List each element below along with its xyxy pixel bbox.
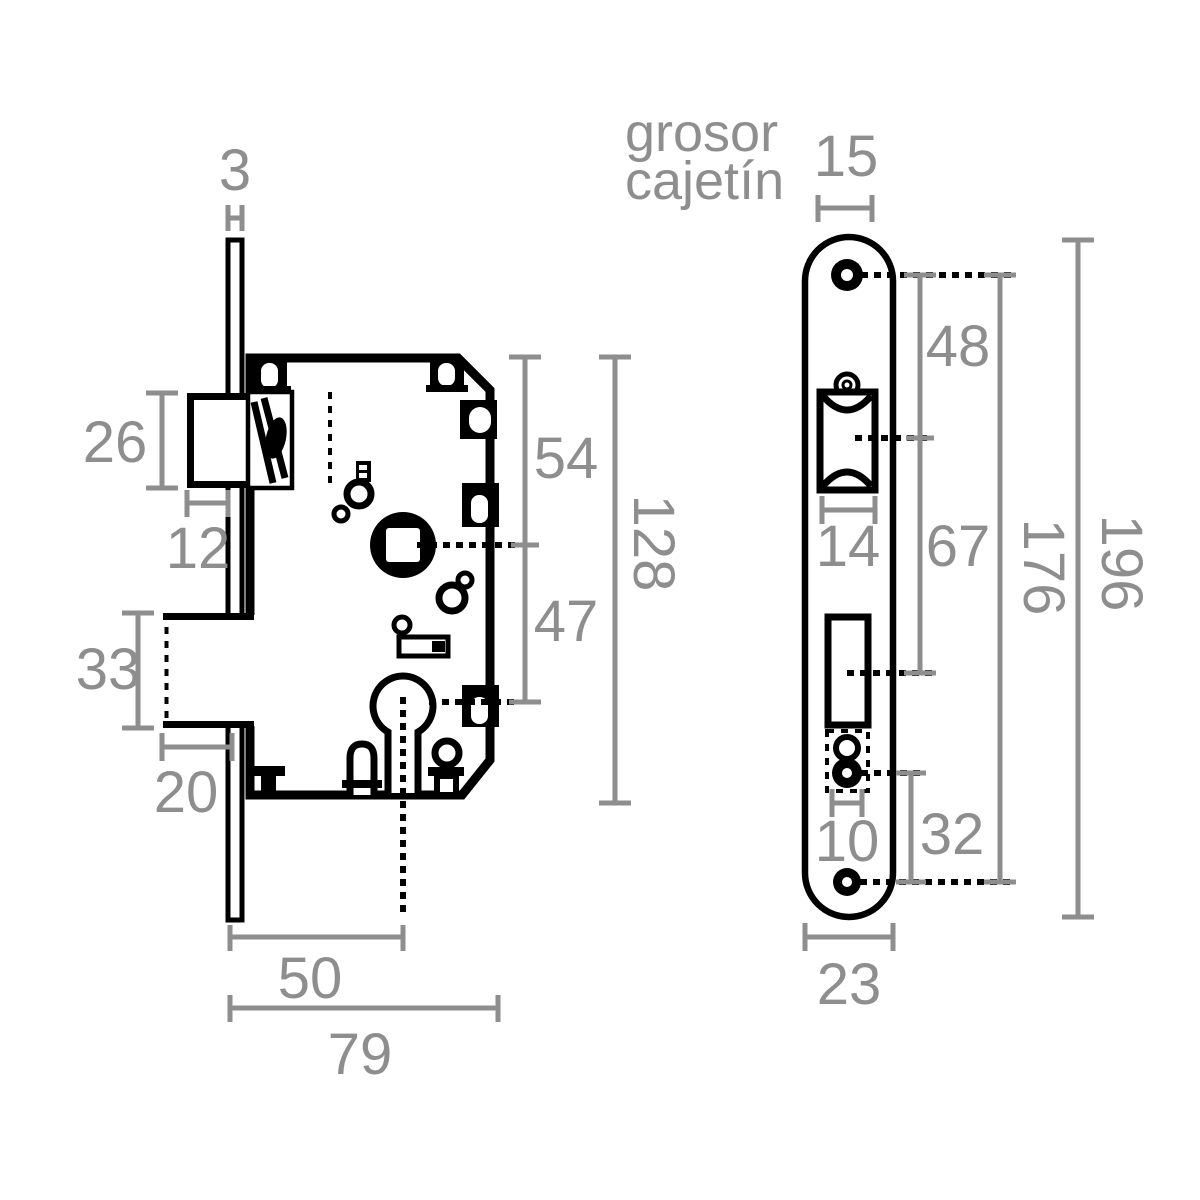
dim-body-height: 128 <box>599 354 686 806</box>
spindle-follower <box>370 512 523 578</box>
case-thickness-note-line2: cajetín <box>625 151 784 211</box>
dim-spindle-to-cylinder-label: 47 <box>534 589 599 654</box>
screw-head <box>391 614 413 636</box>
dim-faceplate-thickness: 3 <box>219 138 251 231</box>
latch-lever <box>265 417 287 459</box>
dim-faceplate-width: 23 <box>802 923 896 1017</box>
dim-latch-protrusion-label: 12 <box>166 516 231 581</box>
dim-faceplate-height: 196 <box>1062 237 1154 920</box>
dim-body-depth-label: 79 <box>328 1022 393 1087</box>
latch-cutout <box>816 388 879 494</box>
bottom-post <box>428 737 464 798</box>
top-screw-boss <box>426 358 468 392</box>
screw-head <box>455 570 475 590</box>
edge-screw-boss <box>462 685 499 727</box>
latch-bolt <box>187 393 256 488</box>
cylinder-keyhole <box>369 672 523 921</box>
dim-faceplate-height-label: 196 <box>1089 515 1154 612</box>
dim-latch-height-label: 26 <box>83 410 148 475</box>
dim-latch-height: 26 <box>83 390 178 491</box>
dim-deadbolt-height-label: 33 <box>76 637 141 702</box>
dim-body-height-label: 128 <box>621 495 686 592</box>
dim-cylinder-width: 10 <box>815 789 880 874</box>
spindle-square-hole <box>386 528 420 562</box>
dim-screw-to-screw: 176 <box>984 272 1076 885</box>
bottom-post <box>252 766 285 795</box>
dim-faceplate-thickness-label: 3 <box>219 138 251 203</box>
bottom-post <box>342 740 382 795</box>
dim-backset: 50 <box>227 925 406 1011</box>
bottom-screw-hole <box>833 868 861 896</box>
case-thickness-note-line1: grosor <box>625 103 778 163</box>
dim-latch-width: 14 <box>816 496 881 579</box>
edge-screw-boss <box>460 400 497 439</box>
dim-faceplate-width-label: 23 <box>817 952 882 1017</box>
dim-case-thickness: 15 <box>814 124 879 222</box>
top-screw-hole <box>831 259 863 291</box>
internal-parts <box>331 461 475 659</box>
screw-head <box>435 581 469 615</box>
dim-cylinder-width-label: 10 <box>815 809 880 874</box>
dim-body-depth: 79 <box>227 995 501 1087</box>
dim-cylinder-to-screw: 32 <box>896 770 985 885</box>
dim-top-to-spindle: 54 47 <box>509 354 599 705</box>
dim-latch-to-deadbolt-label: 67 <box>926 514 991 579</box>
dim-latch-protrusion: 12 <box>166 490 231 581</box>
dim-screw-to-latch-label: 48 <box>926 314 991 379</box>
adjuster-screw <box>833 371 861 399</box>
side-view: 3 26 12 33 20 <box>76 138 686 1087</box>
dim-deadbolt-height: 33 <box>76 610 154 731</box>
dim-backset-label: 50 <box>278 946 343 1011</box>
dim-latch-width-label: 14 <box>816 514 881 579</box>
deadbolt <box>163 613 256 728</box>
dim-deadbolt-protrusion: 20 <box>154 733 235 825</box>
dim-deadbolt-protrusion-label: 20 <box>154 760 219 825</box>
screw-head <box>343 478 375 510</box>
cylinder-cutout <box>825 729 870 793</box>
dim-screw-to-latch: 48 67 <box>904 272 991 676</box>
dim-screw-to-screw-label: 176 <box>1011 519 1076 616</box>
edge-screw-boss <box>462 483 499 527</box>
dim-top-to-spindle-label: 54 <box>534 426 599 491</box>
spring-hatch-line <box>250 401 277 484</box>
top-screw-boss <box>249 358 291 393</box>
front-view: grosor cajetín <box>625 103 1154 1017</box>
dim-cylinder-to-screw-label: 32 <box>920 802 985 867</box>
dim-case-thickness-label: 15 <box>814 124 879 189</box>
screw-head <box>331 504 351 524</box>
